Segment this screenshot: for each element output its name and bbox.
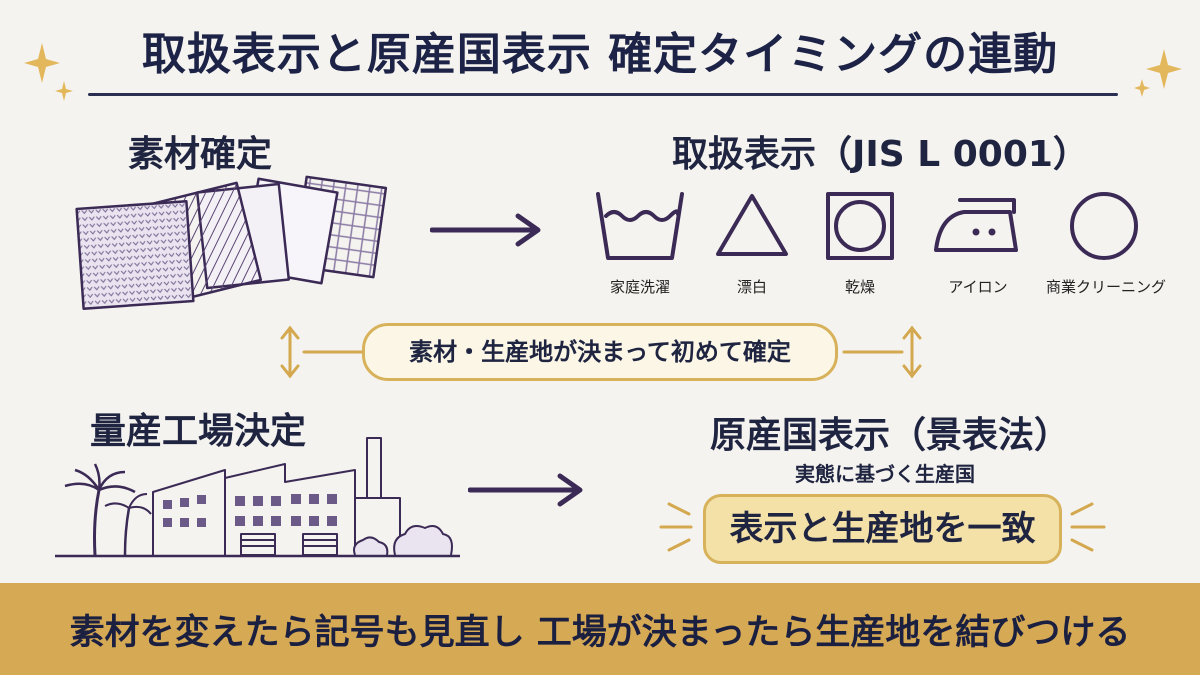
link-connector-left xyxy=(280,325,364,379)
link-connector-right xyxy=(842,325,922,379)
emphasis-marks-right xyxy=(1070,502,1106,552)
iron-icon xyxy=(934,198,1018,252)
arrow-right-icon xyxy=(430,213,541,247)
link-note-pill: 素材・生産地が決まって初めて確定 xyxy=(362,323,838,381)
arrow-right-icon xyxy=(468,473,583,507)
wash-tub-icon xyxy=(596,192,684,260)
origin-highlight-pill: 表示と生産地を一致 xyxy=(703,494,1062,564)
title-underline xyxy=(88,93,1118,96)
sparkle-right-icon xyxy=(1134,49,1182,97)
care-heading: 取扱表示（JIS L 0001） xyxy=(672,134,1089,175)
page-title: 取扱表示と原産国表示 確定タイミングの連動 xyxy=(141,29,1059,80)
emphasis-marks-left xyxy=(659,502,693,552)
dry-clean-circle-icon xyxy=(1070,192,1138,260)
care-label-wash: 家庭洗濯 xyxy=(609,278,670,296)
care-label-dry-clean: 商業クリーニング xyxy=(1045,278,1166,296)
bleach-triangle-icon xyxy=(716,194,788,256)
care-label-iron: アイロン xyxy=(948,278,1008,296)
factory-heading: 量産工場決定 xyxy=(90,411,307,452)
footer-band xyxy=(0,583,1200,675)
fabric-swatches-illustration xyxy=(75,175,388,310)
footer-message: 素材を変えたら記号も見直し 工場が決まったら生産地を結びつける xyxy=(69,613,1131,653)
care-label-dry: 乾燥 xyxy=(844,278,875,296)
tumble-dry-icon xyxy=(826,192,894,260)
sparkle-left-icon xyxy=(24,43,73,101)
material-heading: 素材確定 xyxy=(128,134,273,175)
origin-subtext: 実態に基づく生産国 xyxy=(795,462,975,486)
origin-heading: 原産国表示（景表法） xyxy=(710,415,1071,456)
care-label-bleach: 漂白 xyxy=(736,278,767,296)
factory-illustration xyxy=(55,437,460,558)
